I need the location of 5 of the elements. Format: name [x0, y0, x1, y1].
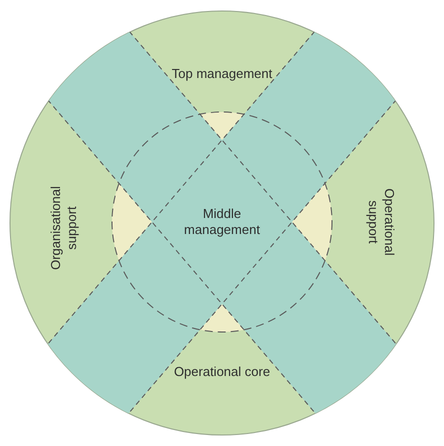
region-label: Middle management: [167, 206, 277, 238]
region-label: Organisational support: [48, 173, 80, 283]
region-label: Top management: [167, 66, 277, 82]
region-label: Operational core: [167, 364, 277, 380]
region-label: Operational support: [365, 167, 397, 277]
